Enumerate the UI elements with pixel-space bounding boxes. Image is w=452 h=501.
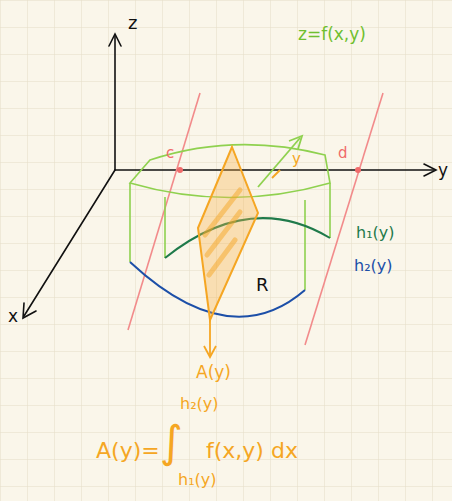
cross-section-shading [205,190,240,275]
surface-arrow [258,138,300,187]
axis-label: z [128,14,137,32]
axis-label: x [8,308,18,325]
point-c [177,167,183,173]
bound-label: d [338,146,348,161]
curve-label: h₂(y) [354,258,393,274]
y-tick [272,170,280,178]
region-label: R [256,276,269,294]
surface-arrowhead [289,136,302,149]
integral-sign: ∫ [160,420,183,464]
cross-section [198,147,258,320]
slice-label: y [292,152,301,167]
formula-part: f(x,y) dx [206,440,298,462]
point-d [355,167,361,173]
bound-lines [128,93,383,345]
area-arrowhead [204,346,216,357]
bound-label: c [166,146,174,161]
axis-label: y [438,162,448,179]
curve-label: h₁(y) [356,225,395,241]
surface-label: z=f(x,y) [298,26,366,43]
formula-part: A(y)= [96,440,160,462]
upper-limit: h₂(y) [180,396,219,412]
area-arrow [209,320,211,355]
area-label: A(y) [196,364,231,381]
lower-limit: h₁(y) [178,472,217,488]
